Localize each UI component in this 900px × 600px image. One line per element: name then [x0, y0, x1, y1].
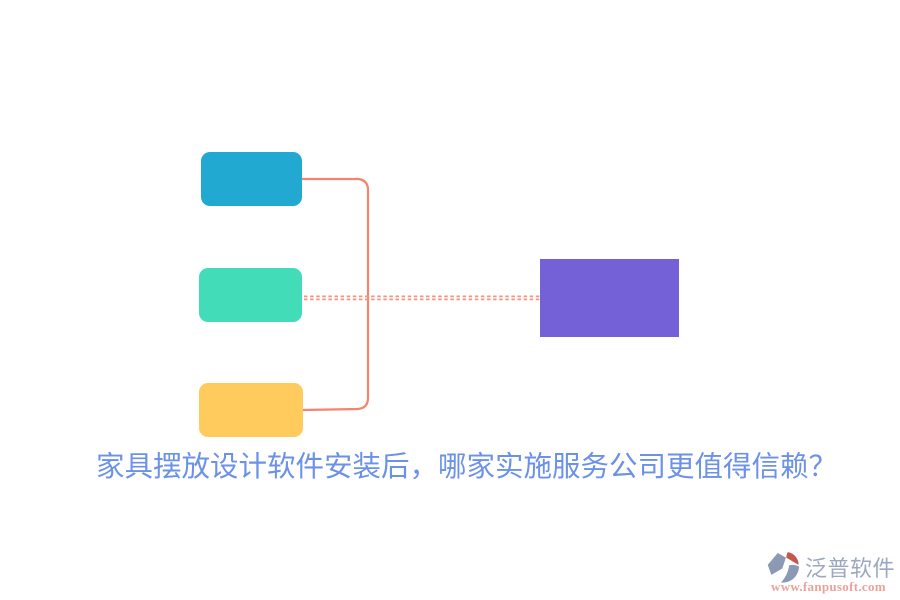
brand-name: 泛普软件 [805, 556, 896, 581]
logo-gray-swoosh [780, 564, 800, 583]
brand-watermark: 泛普软件 www.fanpusoft.com [764, 548, 900, 598]
bracket-connector [300, 177, 370, 412]
node-result [540, 259, 679, 337]
node-topic-1 [201, 152, 302, 206]
logo-gray-pentagon [767, 553, 786, 575]
logo-red-comma [786, 552, 799, 565]
page-title: 家具摆放设计软件安装后，哪家实施服务公司更值得信赖？ [96, 452, 838, 483]
brand-url: www.fanpusoft.com [771, 579, 886, 594]
node-topic-3 [199, 383, 303, 437]
fanpu-logo-icon [767, 552, 800, 583]
node-topic-2 [199, 268, 302, 322]
